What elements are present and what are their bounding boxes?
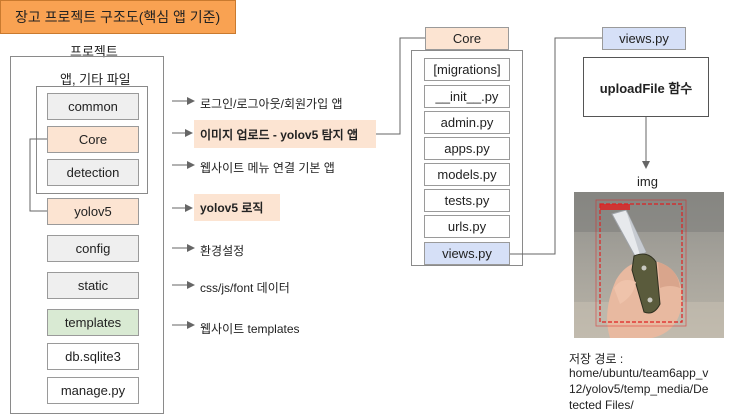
file-manage-py: manage.py bbox=[47, 377, 139, 404]
core-file-urls: urls.py bbox=[424, 215, 510, 238]
save-path-line-2: 12/yolov5/temp_media/De bbox=[569, 382, 709, 396]
core-yolov5-link bbox=[29, 138, 47, 212]
core-file-init: __init__.py bbox=[424, 85, 510, 108]
desc-core: 이미지 업로드 - yolov5 탐지 앱 bbox=[194, 120, 376, 148]
desc-static: css/js/font 데이터 bbox=[200, 281, 290, 295]
core-app-header: Core bbox=[425, 27, 509, 50]
core-to-core-app-link bbox=[376, 37, 425, 135]
img-label: img bbox=[637, 174, 658, 189]
desc-templates: 웹사이트 templates bbox=[200, 322, 300, 336]
core-file-apps: apps.py bbox=[424, 137, 510, 160]
folder-static: static bbox=[47, 272, 139, 299]
upload-file-function: uploadFile 함수 bbox=[583, 57, 709, 117]
app-detection: detection bbox=[47, 159, 139, 186]
project-container bbox=[10, 56, 164, 414]
detection-result-image bbox=[574, 192, 724, 338]
desc-detection: 웹사이트 메뉴 연결 기본 앱 bbox=[200, 161, 335, 175]
views-to-views-header-link bbox=[510, 37, 602, 255]
folder-config: config bbox=[47, 235, 139, 262]
knife-photo-illustration bbox=[574, 192, 724, 338]
apps-group-label: 앱, 기타 파일 bbox=[60, 72, 131, 87]
app-core: Core bbox=[47, 126, 139, 153]
save-path-line-3: tected Files/ bbox=[569, 398, 634, 412]
desc-core-text: 이미지 업로드 - yolov5 탐지 앱 bbox=[200, 127, 359, 142]
save-path-label: 저장 경로 : bbox=[569, 352, 624, 366]
app-yolov5: yolov5 bbox=[47, 198, 139, 225]
project-label: 프로젝트 bbox=[70, 44, 118, 59]
save-path-line-1: home/ubuntu/team6app_v bbox=[569, 366, 709, 380]
views-header: views.py bbox=[602, 27, 686, 50]
core-file-models: models.py bbox=[424, 163, 510, 186]
desc-yolov5: yolov5 로직 bbox=[194, 194, 280, 221]
core-app-container bbox=[411, 50, 523, 266]
core-file-views: views.py bbox=[424, 242, 510, 265]
desc-yolov5-text: yolov5 로직 bbox=[200, 201, 264, 215]
core-file-tests: tests.py bbox=[424, 189, 510, 212]
upload-file-function-label: uploadFile 함수 bbox=[599, 80, 693, 96]
core-file-migrations: [migrations] bbox=[424, 58, 510, 81]
desc-config: 환경설정 bbox=[200, 244, 245, 258]
desc-common: 로그인/로그아웃/회원가입 앱 bbox=[200, 97, 343, 111]
page-title: 장고 프로젝트 구조도(핵심 앱 기준) bbox=[15, 9, 221, 25]
page-title-banner: 장고 프로젝트 구조도(핵심 앱 기준) bbox=[0, 0, 236, 34]
file-db-sqlite3: db.sqlite3 bbox=[47, 343, 139, 370]
apps-group-container bbox=[36, 86, 148, 194]
app-common: common bbox=[47, 93, 139, 120]
core-file-admin: admin.py bbox=[424, 111, 510, 134]
folder-templates: templates bbox=[47, 309, 139, 336]
